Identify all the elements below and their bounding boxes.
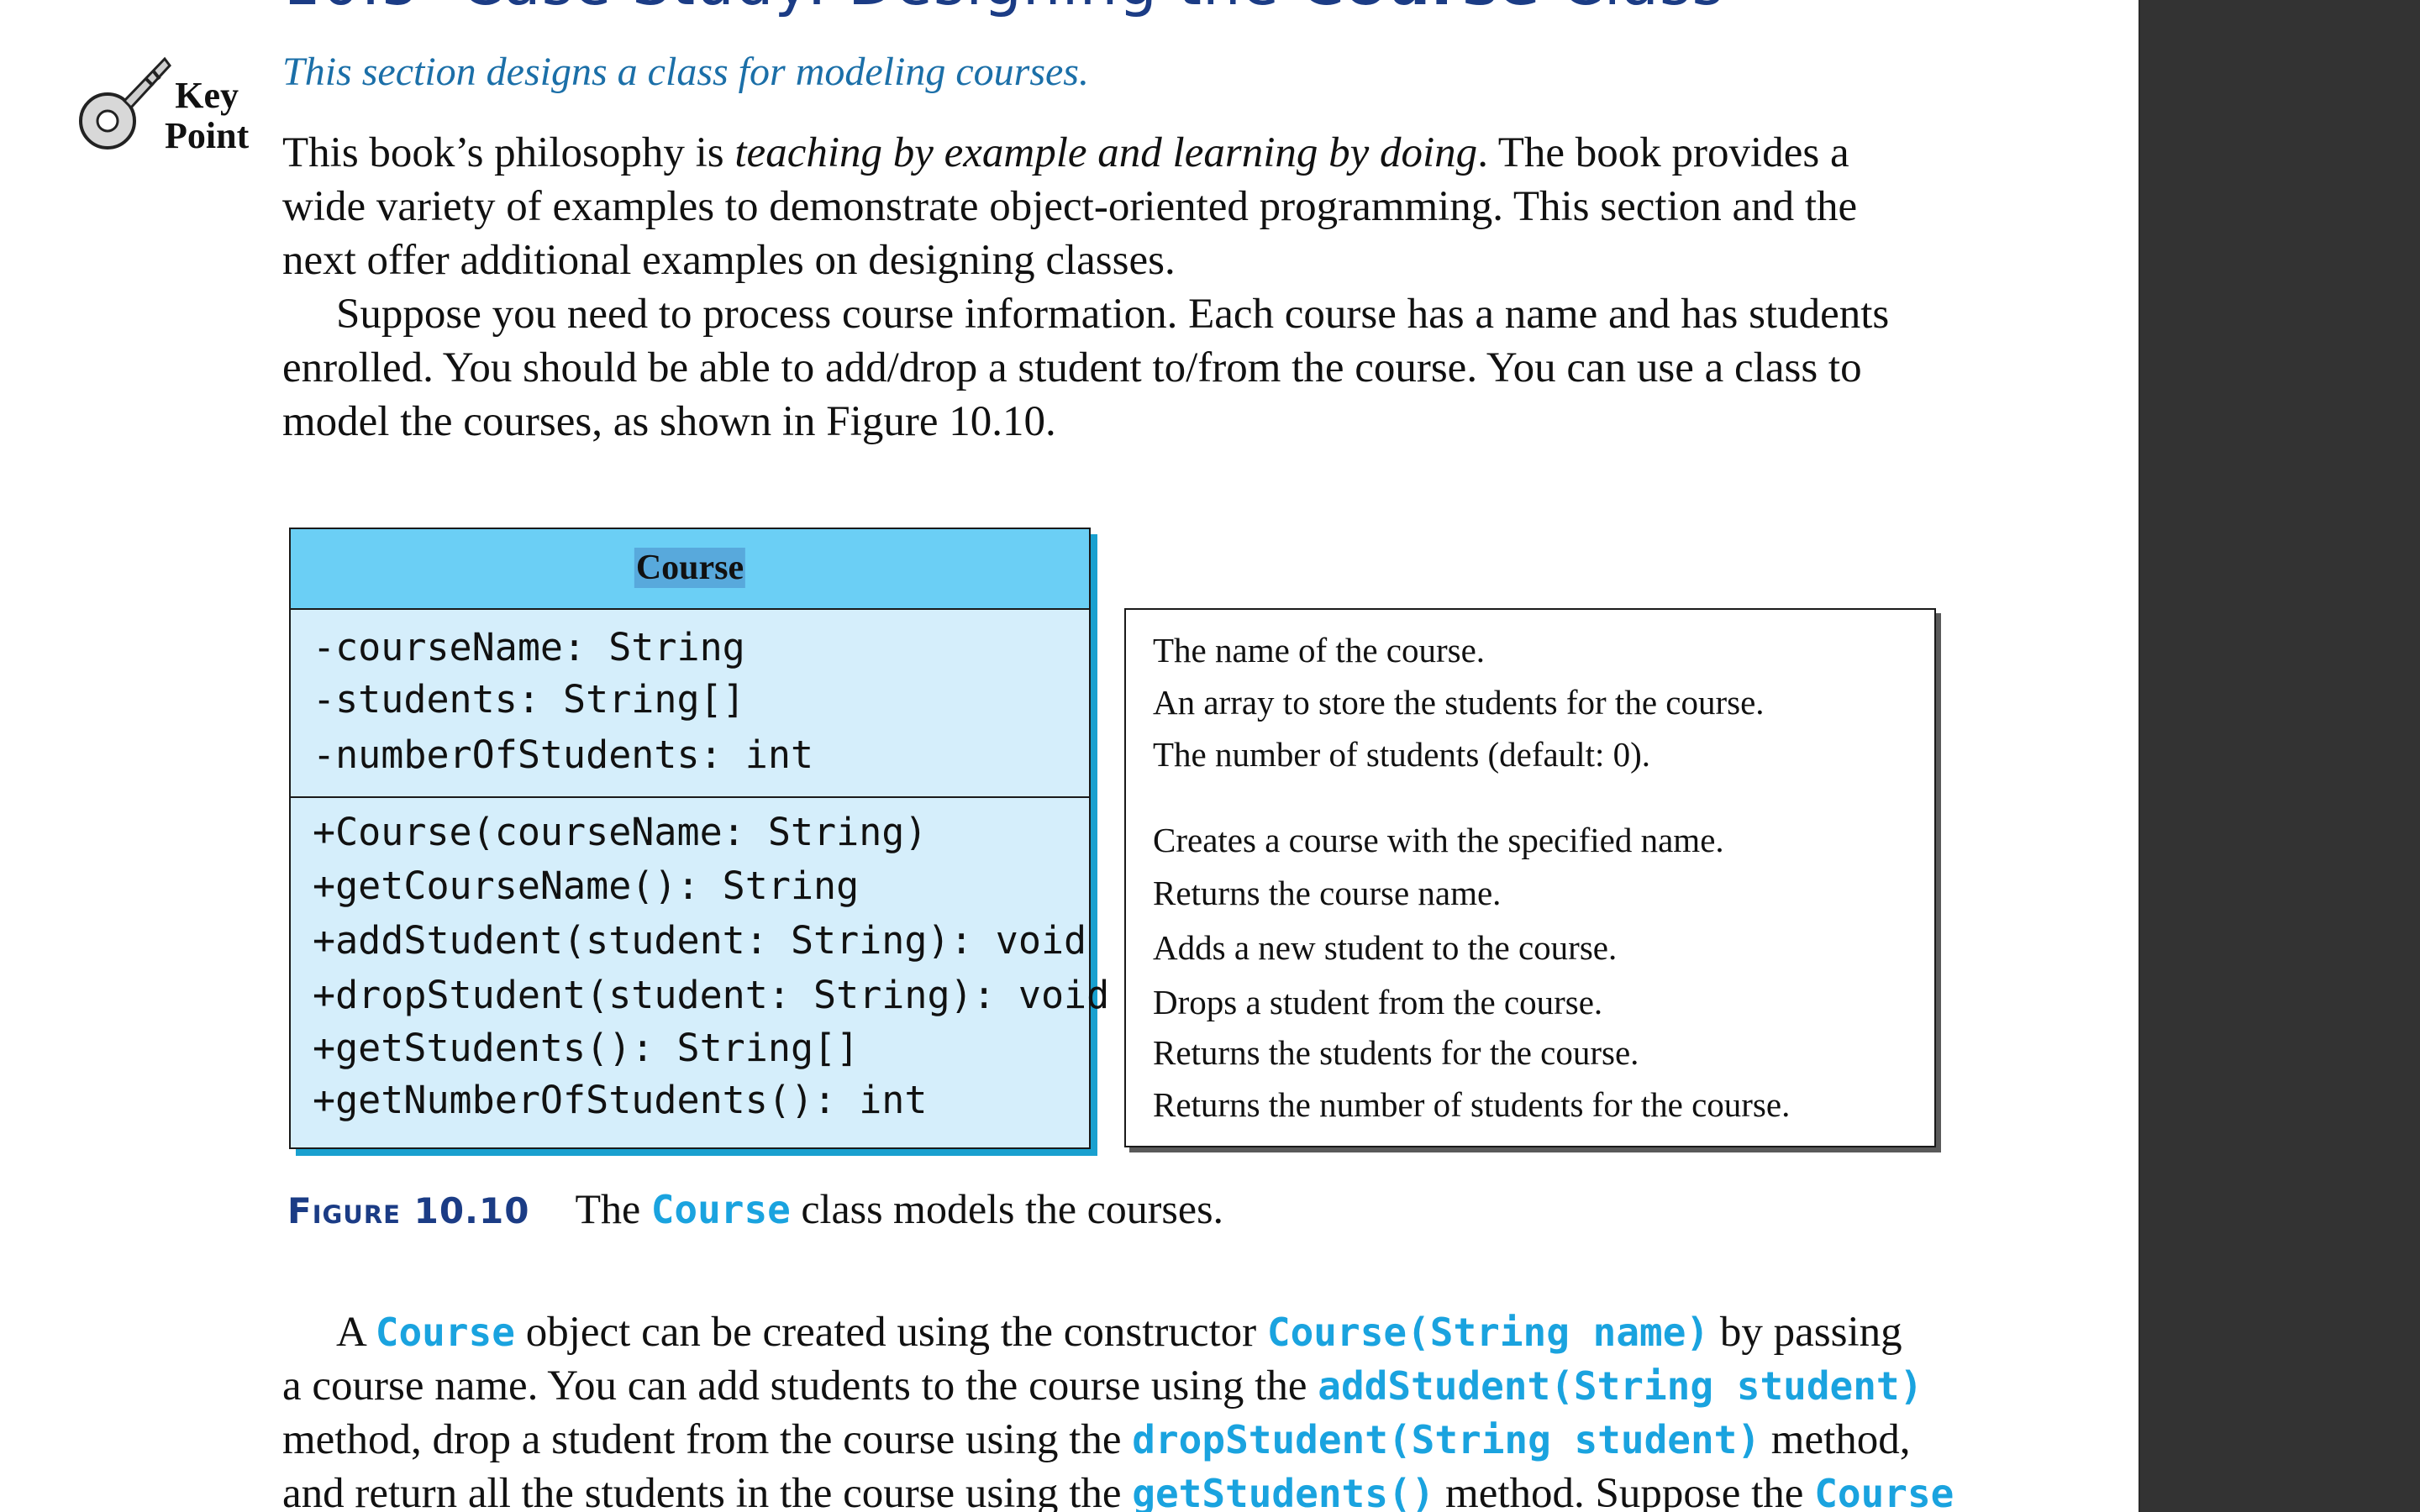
text-run: method,	[1760, 1416, 1911, 1463]
inline-code: Course(String name)	[1266, 1310, 1710, 1355]
method-description: Adds a new student to the course.	[1153, 928, 1618, 967]
heading-class-name: Course	[1300, 0, 1541, 18]
uml-attribute: -courseName: String	[313, 625, 745, 669]
text-run: method, drop a student from the course u…	[282, 1416, 1133, 1463]
attribute-description: An array to store the students for the c…	[1153, 683, 1765, 722]
key-label-line1: Key	[175, 75, 239, 116]
uml-method: +getStudents(): String[]	[313, 1026, 860, 1070]
uml-method: +getCourseName(): String	[313, 864, 860, 908]
key-icon	[79, 56, 171, 150]
method-description: Returns the number of students for the c…	[1153, 1085, 1791, 1124]
section-subtitle: This section designs a class for modelin…	[282, 50, 1089, 94]
uml-attributes: -courseName: String -students: String[] …	[291, 610, 1089, 798]
uml-method: +getNumberOfStudents(): int	[313, 1078, 928, 1122]
figure-label: Figure 10.10	[287, 1190, 530, 1231]
attribute-description: The name of the course.	[1153, 631, 1486, 669]
heading-suffix: Class	[1561, 0, 1724, 18]
uml-descriptions-box: The name of the course. An array to stor…	[1124, 608, 1936, 1147]
caption-text: class models the courses.	[790, 1185, 1224, 1232]
text-line: This book’s philosophy is teaching by ex…	[282, 126, 1943, 180]
text-line: and return all the students in the cours…	[282, 1467, 1954, 1512]
intro-paragraph-2: Suppose you need to process course infor…	[282, 287, 1943, 449]
figure-caption: Figure 10.10 The Course class models the …	[287, 1184, 1223, 1233]
attribute-description: The number of students (default: 0).	[1153, 735, 1651, 774]
inline-code: Course	[1814, 1471, 1954, 1512]
inline-code: Course	[375, 1310, 515, 1355]
text-run: method. Suppose the	[1434, 1470, 1815, 1512]
method-description: Drops a student from the course.	[1153, 983, 1603, 1021]
text-run: object can be created using the construc…	[514, 1309, 1267, 1356]
section-number: 10.5	[282, 0, 420, 18]
text-line: a course name. You can add students to t…	[282, 1359, 1943, 1413]
method-description: Creates a course with the specified name…	[1153, 821, 1724, 859]
text-run: and return all the students in the cours…	[282, 1470, 1133, 1512]
document-page: 10.5 Case Study: Designing the Course Cl…	[76, 0, 1954, 1512]
caption-text: The	[575, 1185, 651, 1232]
uml-method: +dropStudent(student: String): void	[313, 973, 1110, 1017]
text-line: A Course object can be created using the…	[282, 1305, 1943, 1359]
text-line: method, drop a student from the course u…	[282, 1413, 1943, 1467]
method-description: Returns the students for the course.	[1153, 1033, 1639, 1072]
text-line: Suppose you need to process course infor…	[336, 291, 1890, 338]
text-line: enrolled. You should be able to add/drop…	[282, 344, 1862, 391]
heading-text: Case Study: Designing the	[460, 0, 1280, 18]
text-run: a course name. You can add students to t…	[282, 1362, 1318, 1410]
uml-method: +addStudent(student: String): void	[313, 918, 1087, 963]
text-run: . The book provides a	[1477, 129, 1849, 176]
intro-paragraph-1: This book’s philosophy is teaching by ex…	[282, 126, 1943, 287]
italic-phrase: teaching by example and learning by doin…	[734, 129, 1478, 176]
text-run: A	[336, 1309, 376, 1356]
text-line: wide variety of examples to demonstrate …	[282, 183, 1858, 230]
method-description: Returns the course name.	[1153, 874, 1502, 912]
key-point-label: Key Point	[165, 76, 249, 156]
inline-code: addStudent(String student)	[1318, 1363, 1923, 1409]
text-line: model the courses, as shown in Figure 10…	[282, 398, 1056, 445]
viewer-side-panel	[2139, 0, 2420, 1512]
uml-class-diagram: Course -courseName: String -students: St…	[289, 528, 1109, 1149]
text-run: by passing	[1709, 1309, 1902, 1356]
key-point-badge: Key Point	[76, 54, 249, 163]
inline-code: getStudents()	[1132, 1471, 1435, 1512]
uml-attribute: -numberOfStudents: int	[313, 732, 814, 777]
text-line: next offer additional examples on design…	[282, 237, 1176, 284]
text-run: This book’s philosophy is	[282, 129, 735, 176]
uml-class-header: Course	[291, 529, 1089, 610]
inline-code: dropStudent(String student)	[1132, 1417, 1761, 1462]
section-heading: 10.5 Case Study: Designing the Course Cl…	[282, 0, 1724, 18]
uml-method: +Course(courseName: String)	[313, 810, 928, 854]
body-paragraph: A Course object can be created using the…	[282, 1305, 1954, 1512]
caption-code: Course	[650, 1187, 791, 1232]
uml-class-name: Course	[634, 548, 746, 588]
key-label-line2: Point	[165, 115, 250, 156]
uml-attribute: -students: String[]	[313, 677, 745, 722]
